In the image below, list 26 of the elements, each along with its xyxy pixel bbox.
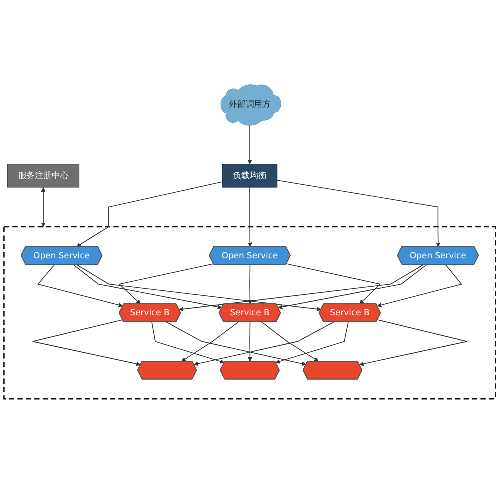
arrow xyxy=(377,264,462,308)
node-box: 服务注册中心 xyxy=(8,164,80,188)
arrow xyxy=(359,320,468,366)
arrow xyxy=(118,264,214,305)
node-box: 负载均衡 xyxy=(222,164,278,188)
arrow xyxy=(248,124,252,165)
arrow xyxy=(38,264,124,308)
arrow xyxy=(248,187,253,248)
arrow xyxy=(248,264,253,305)
arrow xyxy=(248,322,253,362)
cluster xyxy=(4,226,496,400)
arrow xyxy=(152,322,225,364)
arrow xyxy=(76,182,224,248)
arrow xyxy=(41,188,46,228)
arrow xyxy=(194,322,334,366)
arrow xyxy=(179,264,424,312)
arrow xyxy=(278,264,428,310)
arrow xyxy=(32,320,142,366)
arrow xyxy=(262,322,320,362)
arrow xyxy=(286,264,382,305)
arrow xyxy=(76,264,322,312)
arrow xyxy=(181,322,240,362)
arrow xyxy=(166,322,307,366)
arrow xyxy=(73,264,222,310)
arrow xyxy=(276,180,441,248)
arrow xyxy=(276,322,349,364)
